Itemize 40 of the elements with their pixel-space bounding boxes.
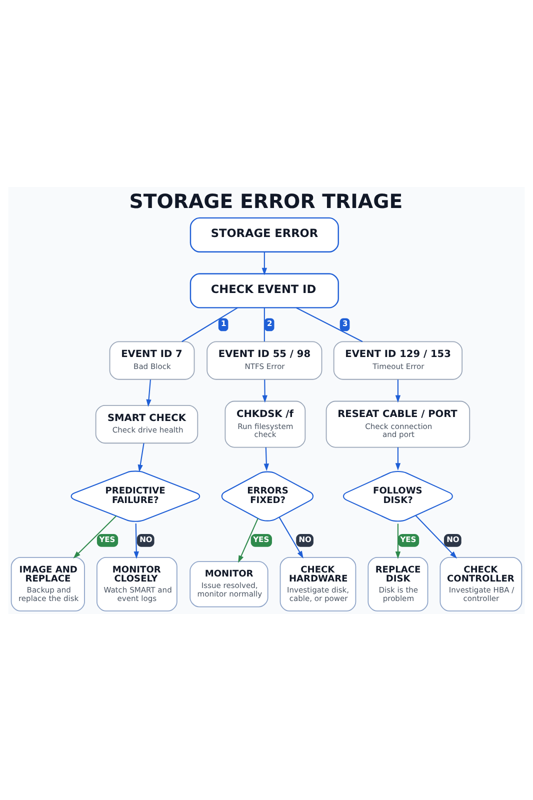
node-box: IMAGE AND REPLACE Backup and replace the disk — [10, 556, 85, 611]
arrow — [138, 442, 144, 472]
connector — [264, 308, 265, 341]
connector — [296, 306, 363, 342]
arrow — [264, 446, 269, 471]
arrow — [395, 446, 401, 470]
edge-label: YES — [400, 534, 416, 544]
edge-label: NO — [298, 534, 312, 544]
arrow — [278, 516, 304, 558]
edge-label: NO — [446, 534, 460, 544]
arrow — [134, 522, 139, 558]
edge-label: YES — [253, 534, 270, 544]
node-box: CHECK CONTROLLER Investigate HBA / controller — [440, 556, 522, 611]
node-box: EVENT ID 55 / 98 NTFS Error — [206, 340, 322, 380]
edge-label: YES — [99, 534, 116, 544]
node-box: SMART CHECK Check drive health — [95, 404, 198, 444]
node-box: CHECK EVENT ID — [190, 272, 339, 308]
arrow — [415, 514, 458, 558]
node-box: REPLACE DISK Disk is the problem — [368, 556, 428, 611]
connector — [182, 306, 238, 342]
node-box: CHKDSK /f Run filesystem check — [224, 400, 306, 448]
arrow — [395, 523, 401, 558]
arrow — [262, 379, 268, 402]
arrow — [262, 251, 268, 275]
edge-label: 3 — [342, 318, 348, 328]
arrow — [146, 379, 152, 406]
node-box: EVENT ID 7 Bad Block — [109, 340, 195, 380]
node-box: RESEAT CABLE / PORT Check connection and port — [326, 400, 470, 448]
arrow — [395, 379, 401, 402]
edge-label: 2 — [267, 318, 272, 328]
node-box: MONITOR CLOSELY Watch SMART and event logs — [96, 556, 178, 611]
edge-label: 1 — [221, 318, 226, 328]
node-box: EVENT ID 129 / 153 Timeout Error — [333, 340, 463, 380]
node-box: CHECK HARDWARE Investigate disk, cable, or power — [280, 556, 356, 611]
edge-label: NO — [140, 534, 152, 544]
node-box: MONITOR Issue resolved, monitor normally — [190, 560, 268, 607]
arrow — [238, 518, 258, 562]
arrow — [73, 515, 117, 558]
diagram-title: STORAGE ERROR TRIAGE — [129, 189, 403, 212]
node-box: STORAGE ERROR — [190, 216, 339, 252]
